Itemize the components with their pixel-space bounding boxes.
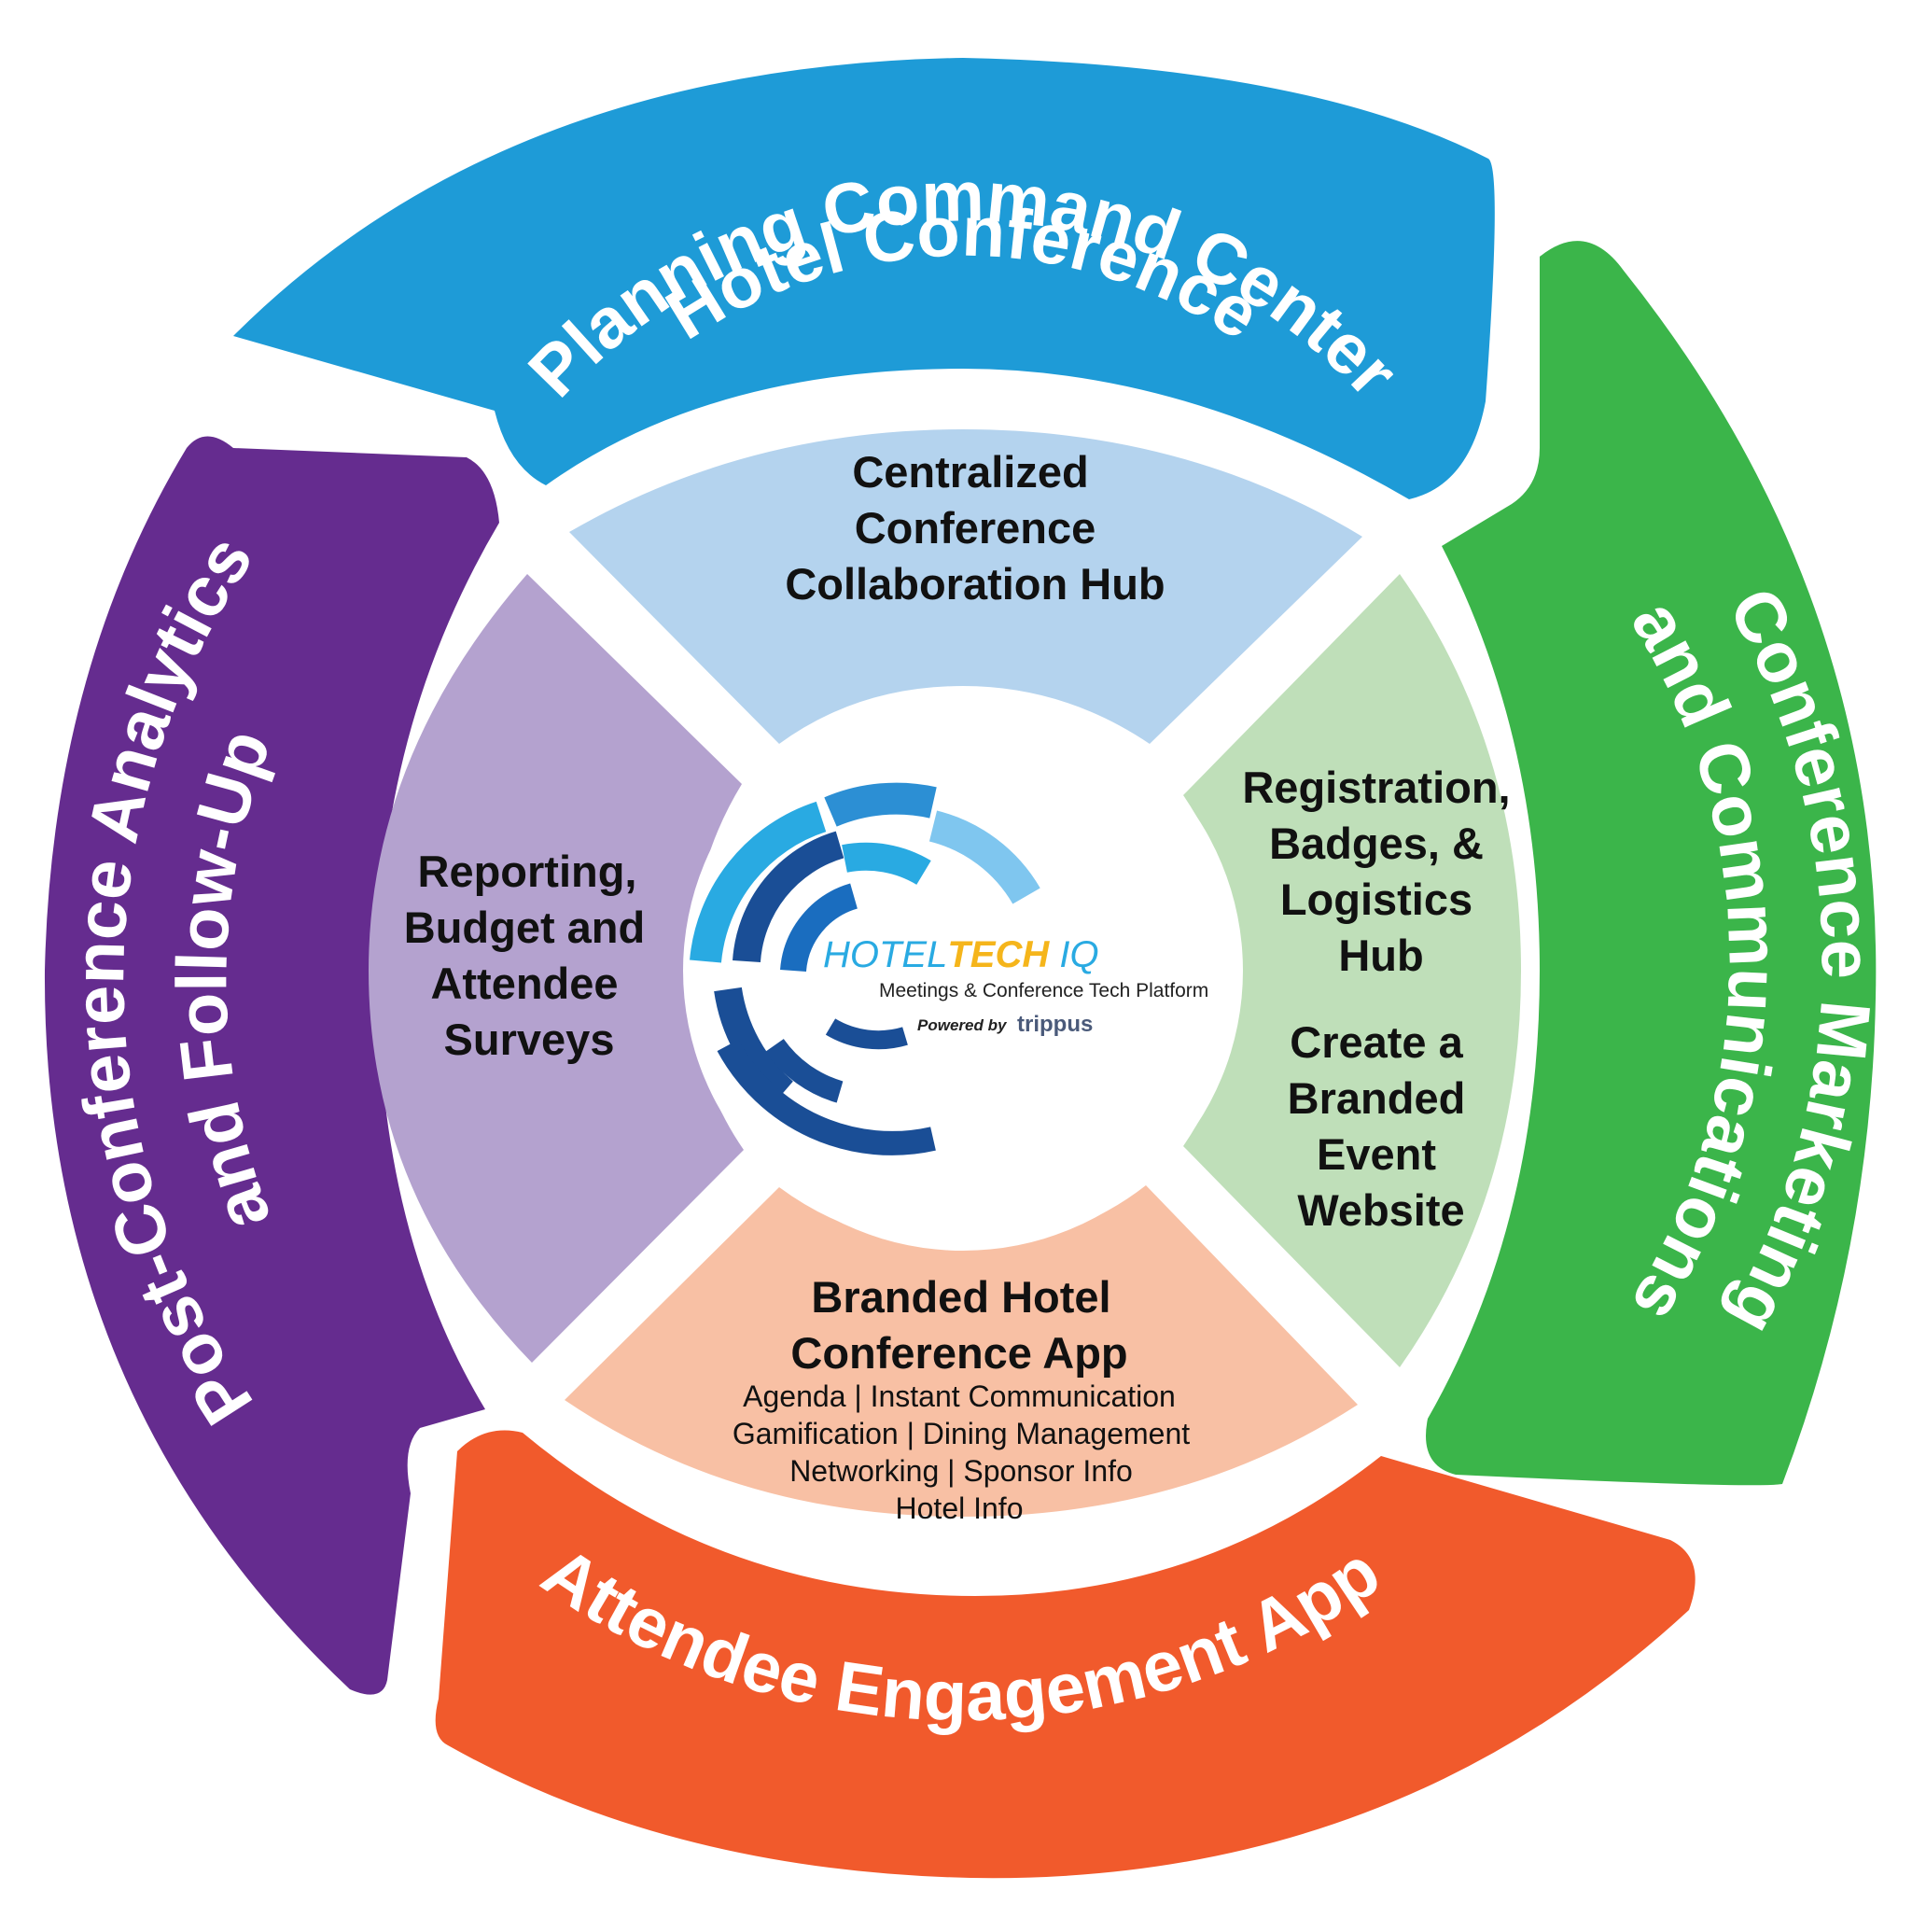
inner-top-line-0: Centralized <box>852 447 1088 497</box>
logo-brand-part3: IQ <box>1049 934 1098 975</box>
inner-bottom-heading-0: Branded Hotel <box>811 1272 1110 1322</box>
inner-segment-left <box>369 574 744 1363</box>
outer-segment-right <box>1426 241 1877 1486</box>
inner-left-text: Reporting, Budget and Attendee Surveys <box>404 847 645 1064</box>
inner-right-line2-1: Branded <box>1288 1073 1466 1123</box>
inner-left-line-1: Budget and <box>404 903 645 952</box>
inner-bottom-detail-2: Networking | Sponsor Info <box>789 1454 1133 1488</box>
logo-powered-by: Powered by <box>917 1016 1008 1034</box>
outer-segment-left <box>44 436 499 1695</box>
inner-bottom-heading-1: Conference App <box>790 1328 1127 1378</box>
inner-segment-top <box>569 429 1362 744</box>
inner-top-text: Centralized Conference Collaboration Hub <box>785 447 1165 609</box>
outer-segment-top <box>233 58 1495 499</box>
inner-bottom-detail-3: Hotel Info <box>896 1491 1024 1525</box>
logo-brand-part1: HOTEL <box>823 934 947 975</box>
logo-tagline: Meetings & Conference Tech Platform <box>879 980 1208 1001</box>
inner-segment-right <box>1183 574 1521 1367</box>
hoteltechiq-logo: HOTELTECH IQ Meetings & Conference Tech … <box>690 782 1208 1155</box>
inner-segment-bottom <box>565 1185 1358 1517</box>
inner-right-line-0: Registration, <box>1242 763 1510 812</box>
logo-powered-brand: trippus <box>1017 1012 1093 1037</box>
inner-right-text: Registration, Badges, & Logistics Hub Cr… <box>1242 763 1510 1235</box>
logo-rings-icon <box>690 782 1040 1155</box>
inner-left-line-0: Reporting, <box>418 847 637 896</box>
inner-top-line-2: Collaboration Hub <box>785 559 1165 609</box>
inner-bottom-text: Branded Hotel Conference App Agenda | In… <box>733 1272 1190 1525</box>
inner-bottom-detail-0: Agenda | Instant Communication <box>743 1379 1176 1413</box>
inner-top-line-1: Conference <box>855 503 1096 553</box>
inner-left-line-3: Surveys <box>444 1015 615 1064</box>
inner-right-line-3: Hub <box>1338 931 1423 980</box>
inner-right-line2-2: Event <box>1317 1129 1436 1179</box>
outer-segment-bottom <box>435 1430 1696 1879</box>
inner-right-line-2: Logistics <box>1280 875 1472 924</box>
inner-bottom-detail-1: Gamification | Dining Management <box>733 1417 1190 1450</box>
inner-right-line2-3: Website <box>1297 1185 1464 1235</box>
logo-brand: HOTELTECH IQ <box>823 934 1099 975</box>
inner-left-line-2: Attendee <box>430 959 618 1008</box>
inner-right-line-1: Badges, & <box>1269 819 1484 868</box>
logo-brand-part2: TECH <box>947 934 1050 975</box>
inner-right-line2-0: Create a <box>1290 1017 1463 1067</box>
